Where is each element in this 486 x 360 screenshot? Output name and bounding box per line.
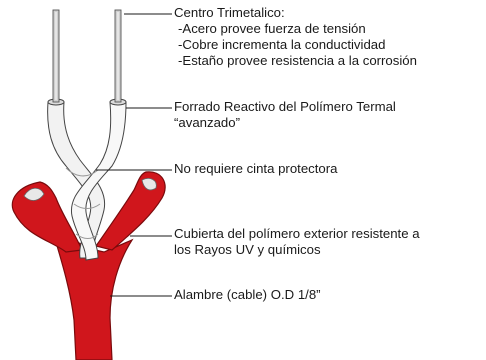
tape-text: No requiere cinta protectora: [174, 161, 338, 176]
callout-od: Alambre (cable) O.D 1/8”: [174, 287, 321, 303]
insulated-conductor-right: [70, 101, 127, 261]
od-text: Alambre (cable) O.D 1/8”: [174, 287, 321, 302]
callout-core: Centro Trimetalico: -Acero provee fuerza…: [174, 5, 417, 69]
callout-insulation: Forrado Reactivo del Polímero Termal “av…: [174, 99, 396, 131]
callout-tape: No requiere cinta protectora: [174, 161, 337, 177]
insulation-line-1: Forrado Reactivo del Polímero Termal: [174, 99, 396, 114]
right-flap-inner: [141, 178, 157, 191]
callout-jacket: Cubierta del polímero exterior resistent…: [174, 226, 420, 258]
jacket-line-2: los Rayos UV y químicos: [174, 242, 321, 257]
outer-jacket-left-flap: [11, 181, 83, 253]
core-title: Centro Trimetalico:: [174, 5, 285, 20]
core-line-tin: -Estaño provee resistencia a la corrosió…: [178, 53, 417, 68]
left-flap-inner: [23, 187, 45, 201]
core-line-copper: -Cobre incrementa la conductividad: [178, 37, 386, 52]
jacket-line-1: Cubierta del polímero exterior resistent…: [174, 226, 420, 241]
outer-jacket-right-flap: [95, 171, 166, 251]
insulation-line-2: “avanzado”: [174, 115, 240, 130]
outer-jacket-trunk: [48, 220, 134, 360]
core-line-steel: -Acero provee fuerza de tensión: [178, 21, 366, 36]
